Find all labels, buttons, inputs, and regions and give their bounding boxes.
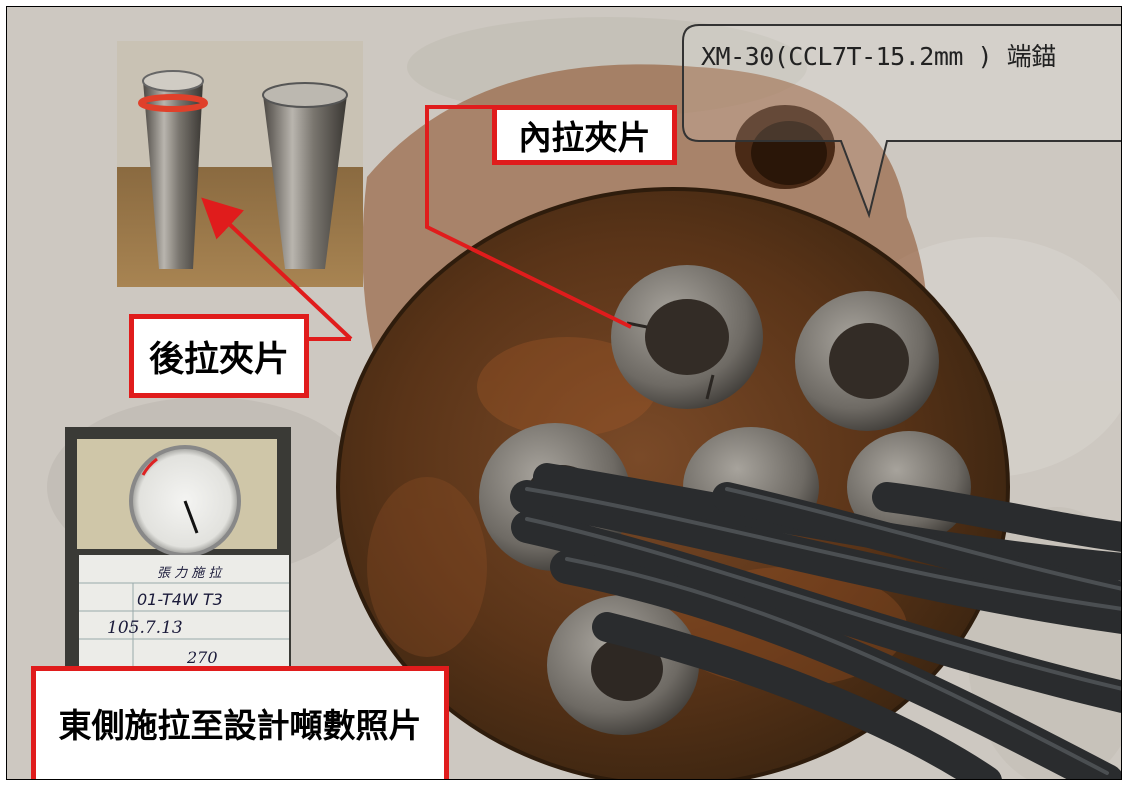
steel-strands — [510, 463, 1121, 779]
form-id: 01-T4W T3 — [137, 590, 223, 609]
wedge-inset-photo — [117, 41, 363, 287]
wedge-ring-2 — [795, 291, 939, 431]
inner-wedge-label-text: 內拉夾片 — [518, 118, 651, 157]
anchor-callout — [682, 24, 1121, 219]
form-title: 張 力 施 拉 — [157, 565, 223, 581]
form-tonnage: 270 — [186, 648, 218, 667]
wedge-ring-1 — [611, 265, 763, 409]
inner-wedge-label: 內拉夾片 — [492, 105, 677, 165]
arrow-to-rear-wedge — [201, 197, 353, 341]
rear-wedge-label: 後拉夾片 — [129, 314, 309, 398]
east-side-caption-text: 東側施拉至設計噸數照片 — [58, 706, 422, 745]
form-date: 105.7.13 — [107, 618, 183, 638]
pointer-to-inner-wedge — [425, 105, 632, 329]
east-side-caption: 東側施拉至設計噸數照片 — [31, 666, 449, 779]
anchor-spec-text: XM-30(CCL7T-15.2mm ) 端錨 — [701, 42, 1056, 71]
gauge-inset-photo — [65, 427, 291, 681]
rear-wedge-label-text: 後拉夾片 — [148, 339, 289, 380]
